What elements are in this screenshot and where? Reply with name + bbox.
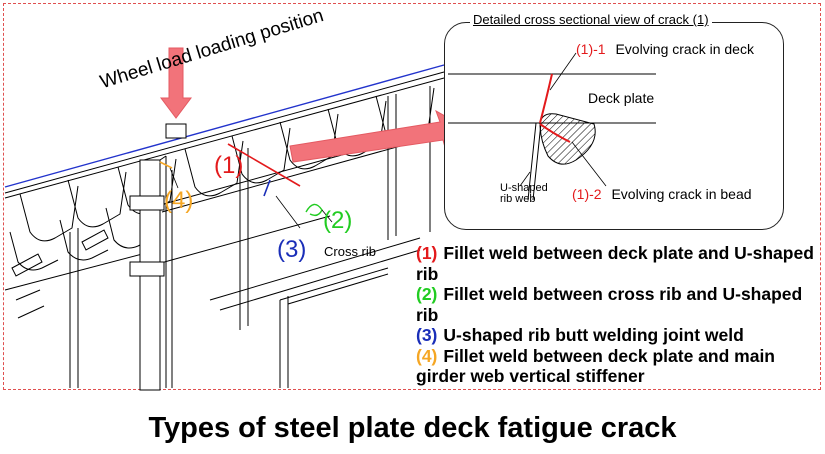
u-rib-5 xyxy=(231,127,291,184)
rib-web-line1: U-shaped xyxy=(500,182,548,194)
legend-text-3: U-shaped rib butt welding joint weld xyxy=(443,325,744,345)
rib-web-line-2 xyxy=(532,122,542,201)
cross-rib-label: Cross rib xyxy=(324,244,377,259)
left-slots xyxy=(11,229,109,319)
crack-1-line xyxy=(227,143,301,187)
u-rib-6 xyxy=(279,113,339,170)
marker-4: (4) xyxy=(164,187,194,214)
legend-item-2: (2)Fillet weld between cross rib and U-s… xyxy=(416,284,816,325)
main-girder xyxy=(129,155,167,391)
legend-text-1: Fillet weld between deck plate and U-sha… xyxy=(416,243,814,284)
rib-web-line2: rib web xyxy=(500,193,536,205)
weld-legend: (1)Fillet weld between deck plate and U-… xyxy=(416,243,816,387)
deck-top-edge xyxy=(4,71,445,194)
wheel-load-pad xyxy=(165,123,187,139)
leader-1-1 xyxy=(549,52,577,91)
legend-item-1: (1)Fillet weld between deck plate and U-… xyxy=(416,243,816,284)
cross-rib-opening xyxy=(279,267,389,388)
crack-4-mark xyxy=(159,161,173,169)
crack-bead-num: (1)-2 xyxy=(572,186,602,202)
crack-in-deck xyxy=(539,73,553,124)
leader-2 xyxy=(321,209,333,223)
leader-1-2 xyxy=(571,141,607,187)
leader-3 xyxy=(275,195,301,229)
rib-web-line-1 xyxy=(527,122,537,201)
legend-item-4: (4)Fillet weld between deck plate and ma… xyxy=(416,346,816,387)
crack-bead-label: (1)-2 Evolving crack in bead xyxy=(572,187,752,201)
leader-4 xyxy=(169,167,179,189)
legend-text-2: Fillet weld between cross rib and U-shap… xyxy=(416,284,803,325)
dashed-frame xyxy=(3,3,821,390)
legend-num-3: (3) xyxy=(416,325,438,345)
legend-text-4: Fillet weld between deck plate and main … xyxy=(416,345,776,387)
u-rib-4 xyxy=(184,140,244,197)
legend-item-3: (3)U-shaped rib butt welding joint weld xyxy=(416,325,816,346)
u-rib-1 xyxy=(19,185,79,242)
weld-bead xyxy=(539,113,596,165)
crack-bead-text: Evolving crack in bead xyxy=(611,186,752,202)
deck-plate-label: Deck plate xyxy=(588,90,655,106)
legend-num-4: (4) xyxy=(416,345,438,366)
marker-1: (1) xyxy=(214,152,244,179)
u-rib-lower-3 xyxy=(105,207,151,249)
crack-in-bead xyxy=(539,123,571,143)
rib-web-label: U-shaped rib web xyxy=(500,183,548,205)
detail-title: Detailed cross sectional view of crack (… xyxy=(470,13,712,26)
marker-2: (2) xyxy=(323,207,353,234)
deck-underside-edge xyxy=(4,77,445,199)
crack-deck-num: (1)-1 xyxy=(576,41,606,57)
figure-title: Types of steel plate deck fatigue crack xyxy=(148,412,677,444)
detail-view-box xyxy=(444,22,784,230)
crack-deck-text: Evolving crack in deck xyxy=(615,41,754,57)
legend-num-1: (1) xyxy=(416,243,438,263)
crack-deck-label: (1)-1 Evolving crack in deck xyxy=(576,42,754,56)
legend-num-2: (2) xyxy=(416,284,438,304)
u-rib-2 xyxy=(67,171,127,228)
wheel-load-arrow xyxy=(160,47,192,119)
marker-3: (3) xyxy=(277,236,307,263)
deck-top-blue-edge xyxy=(4,64,445,188)
leader-rib-web xyxy=(519,171,531,187)
crack-3-mark xyxy=(263,179,271,197)
u-rib-lower-2 xyxy=(59,219,109,261)
girder-web xyxy=(69,86,431,388)
